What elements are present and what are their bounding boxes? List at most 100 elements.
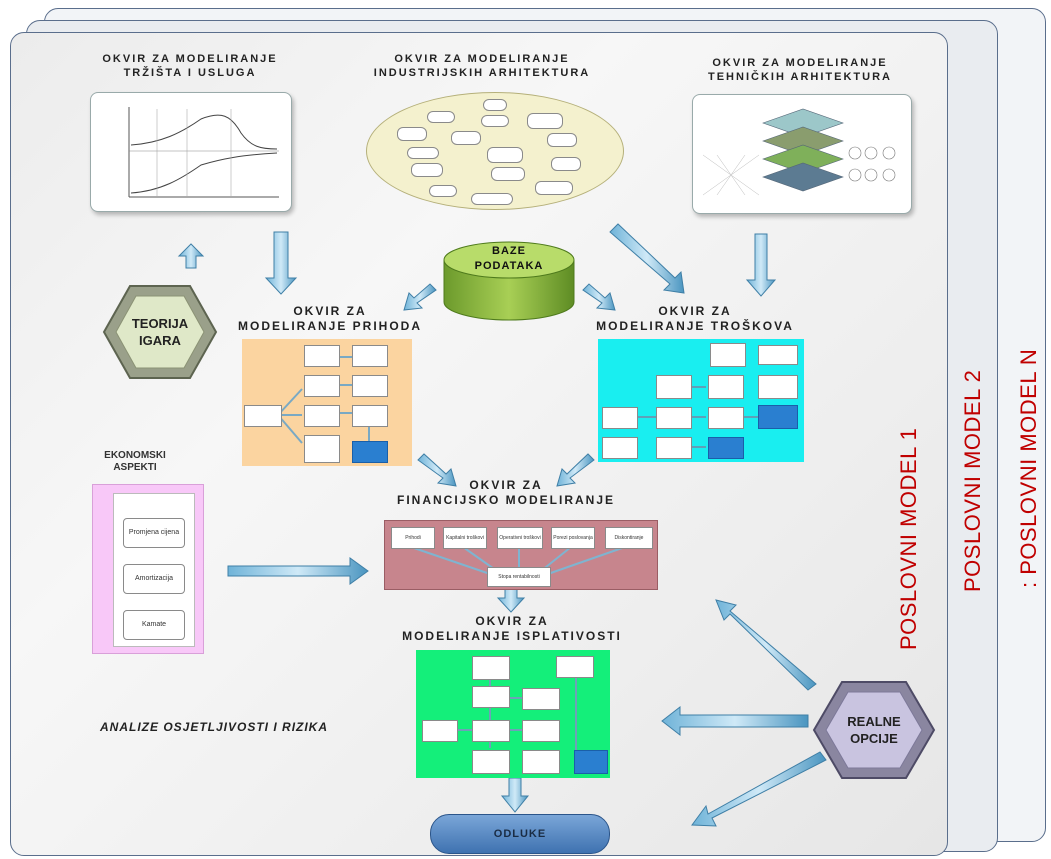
hexagon-shape <box>102 285 218 379</box>
profitability-title-line1: OKVIR ZA <box>475 614 549 628</box>
profitability-title: OKVIR ZA MODELIRANJE ISPLATIVOSTI <box>394 614 630 644</box>
revenue-diagram <box>242 339 412 466</box>
depreciation-box: Amortizacija <box>123 564 185 594</box>
industry-node <box>407 147 439 159</box>
financial-box-operating-costs: Operativni troškovi <box>497 527 543 549</box>
industry-node <box>397 127 427 141</box>
real-options-line1: REALNE <box>847 714 901 729</box>
industry-node <box>427 111 455 123</box>
profitability-node <box>522 750 560 774</box>
economic-title: EKONOMSKI ASPEKTI <box>100 450 170 474</box>
profitability-title-line2: MODELIRANJE ISPLATIVOSTI <box>402 629 622 643</box>
costs-node <box>656 375 692 399</box>
costs-node <box>708 407 744 429</box>
costs-output-node <box>708 437 744 459</box>
financial-diagram: Prihodi Kapitalni troškovi Operativni tr… <box>384 520 658 590</box>
economic-title-line2: ASPEKTI <box>113 462 157 473</box>
revenue-title-line2: MODELIRANJE PRIHODA <box>237 319 422 333</box>
revenue-connectors <box>277 356 370 444</box>
industry-node <box>483 99 507 111</box>
technical-title: OKVIR ZA MODELIRANJE TEHNIČKIH ARHITEKTU… <box>676 56 924 84</box>
market-curve-chart <box>128 107 279 198</box>
profitability-node <box>556 656 594 678</box>
revenue-node <box>352 405 388 427</box>
costs-node <box>656 407 692 429</box>
financial-box-profitability-rate: Stopa rentabilnosti <box>487 567 551 587</box>
costs-node <box>656 437 692 459</box>
industry-node <box>547 133 577 147</box>
costs-connectors <box>636 386 758 448</box>
industry-node <box>429 185 457 197</box>
financial-box-taxes: Porezi poslovanja <box>551 527 595 549</box>
industry-node <box>527 113 563 129</box>
industry-title-line2: INDUSTRIJSKIH ARHITEKTURA <box>373 67 591 79</box>
profitability-output-node <box>574 750 608 774</box>
revenue-node <box>304 405 340 427</box>
costs-title-line1: OKVIR ZA <box>658 304 732 318</box>
revenue-title: OKVIR ZA MODELIRANJE PRIHODA <box>230 304 430 334</box>
revenue-node <box>304 435 340 463</box>
profitability-node <box>522 688 560 710</box>
industry-node <box>535 181 573 195</box>
industry-node <box>487 147 523 163</box>
industry-node <box>471 193 513 205</box>
decisions-box: ODLUKE <box>430 814 610 854</box>
financial-title: OKVIR ZA FINANCIJSKO MODELIRANJE <box>370 478 642 508</box>
costs-node <box>758 375 798 399</box>
market-title-line1: OKVIR ZA MODELIRANJE <box>102 53 278 65</box>
costs-node <box>710 343 746 367</box>
profitability-diagram <box>416 650 610 778</box>
revenue-node <box>304 345 340 367</box>
financial-title-line1: OKVIR ZA <box>469 478 543 492</box>
technical-architecture-illustration <box>702 108 896 196</box>
market-chart-frame <box>90 92 292 212</box>
profitability-node <box>422 720 458 742</box>
game-theory-hexagon: TEORIJA IGARA <box>102 284 218 380</box>
industry-title-line1: OKVIR ZA MODELIRANJE <box>394 53 570 65</box>
revenue-node <box>352 375 388 397</box>
financial-box-capital-costs: Kapitalni troškovi <box>443 527 487 549</box>
technical-title-line2: TEHNIČKIH ARHITEKTURA <box>708 71 892 83</box>
profitability-node <box>472 720 510 742</box>
revenue-output-node <box>352 441 388 463</box>
industry-node <box>551 157 581 171</box>
economic-aspects-diagram: Promjena cijena Amortizacija Kamate <box>92 484 204 654</box>
database-cylinder-shape <box>443 241 575 321</box>
financial-box-revenues: Prihodi <box>391 527 435 549</box>
costs-node <box>708 375 744 399</box>
databases-line1: BAZE <box>492 245 526 257</box>
costs-node <box>758 345 798 365</box>
costs-output-node <box>758 405 798 429</box>
revenue-title-line1: OKVIR ZA <box>293 304 367 318</box>
technical-architecture-frame <box>692 94 912 214</box>
game-theory-label: TEORIJA IGARA <box>132 315 188 349</box>
costs-node <box>602 407 638 429</box>
costs-diagram <box>598 339 804 462</box>
financial-title-line2: FINANCIJSKO MODELIRANJE <box>396 493 615 507</box>
databases-cylinder: BAZE PODATAKA <box>442 240 576 322</box>
economic-inner-panel: Promjena cijena Amortizacija Kamate <box>113 493 195 647</box>
hexagon-shape <box>812 681 936 779</box>
profitability-node <box>472 750 510 774</box>
market-title-line2: TRŽIŠTA I USLUGA <box>123 67 257 79</box>
revenue-node <box>244 405 282 427</box>
technical-title-line1: OKVIR ZA MODELIRANJE <box>712 57 888 69</box>
costs-title: OKVIR ZA MODELIRANJE TROŠKOVA <box>590 304 800 334</box>
financial-box-discounting: Diskontiranje <box>605 527 653 549</box>
price-change-box: Promjena cijena <box>123 518 185 548</box>
profitability-node <box>472 686 510 708</box>
industry-title: OKVIR ZA MODELIRANJE INDUSTRIJSKIH ARHIT… <box>352 52 612 80</box>
real-options-line2: OPCIJE <box>850 731 898 746</box>
industry-architecture-diagram <box>366 92 624 210</box>
profitability-node <box>522 720 560 742</box>
interest-box: Kamate <box>123 610 185 640</box>
revenue-node <box>304 375 340 397</box>
industry-node <box>481 115 509 127</box>
real-options-label: REALNE OPCIJE <box>847 713 900 747</box>
industry-node <box>451 131 481 145</box>
industry-node <box>491 167 525 181</box>
costs-node <box>602 437 638 459</box>
market-title: OKVIR ZA MODELIRANJE TRŽIŠTA I USLUGA <box>80 52 300 80</box>
databases-line2: PODATAKA <box>474 260 544 272</box>
